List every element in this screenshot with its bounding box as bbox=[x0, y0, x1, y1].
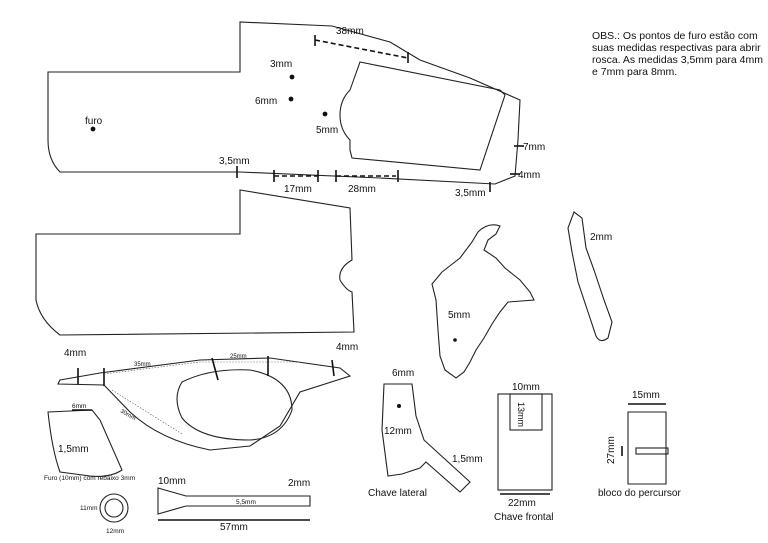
front-key-bottom: 22mm bbox=[508, 498, 536, 509]
front-key-top: 10mm bbox=[512, 382, 540, 393]
dim-38mm: 38mm bbox=[336, 26, 364, 37]
hole-6mm-label: 6mm bbox=[255, 96, 277, 107]
plate-6mm: 6mm bbox=[72, 403, 86, 410]
dim-28mm: 28mm bbox=[348, 184, 376, 195]
dim-4mm: 4mm bbox=[518, 170, 540, 181]
trigger-part: 5mm bbox=[431, 224, 535, 379]
small-plate-part: 6mm 1,5mm bbox=[47, 403, 123, 477]
trigger-hole-label: 5mm bbox=[448, 310, 470, 321]
furo-label: furo bbox=[85, 116, 103, 127]
front-key-part: 10mm 13mm 22mm Chave frontal bbox=[494, 382, 553, 523]
side-key-part: 6mm 12mm 1,5mm Chave lateral bbox=[368, 368, 483, 499]
striker-caption: bloco do percursor bbox=[598, 488, 681, 499]
side-key-slot: 1,5mm bbox=[452, 454, 483, 465]
washer-part: Furo (10mm) com rebaixo 3mm 11mm 12mm bbox=[44, 475, 135, 535]
front-key-inner: 13mm bbox=[516, 402, 526, 427]
spring-dim-label: 2mm bbox=[590, 232, 612, 243]
dim-7mm: 7mm bbox=[523, 142, 545, 153]
pin-tip: 2mm bbox=[288, 478, 310, 489]
front-key-caption: Chave frontal bbox=[494, 512, 553, 523]
pin-part: 10mm 2mm 5,5mm 57mm bbox=[157, 476, 311, 533]
dim-17mm: 17mm bbox=[284, 184, 312, 195]
trigger-guard: 4mm 4mm 35mm 25mm 30mm bbox=[57, 342, 358, 451]
dim-3-5mm-right: 3,5mm bbox=[455, 188, 486, 199]
washer-width: 12mm bbox=[106, 528, 124, 535]
pin-inner: 5,5mm bbox=[236, 499, 256, 506]
washer-caption: Furo (10mm) com rebaixo 3mm bbox=[44, 475, 135, 482]
spring-part: 2mm bbox=[567, 211, 613, 342]
guard-span-25mm: 25mm bbox=[230, 354, 247, 360]
pin-head: 10mm bbox=[158, 476, 186, 487]
plate-1-5mm: 1,5mm bbox=[58, 444, 89, 455]
side-key-width: 12mm bbox=[384, 426, 412, 437]
side-key-hole: 6mm bbox=[392, 368, 414, 379]
observation-note: OBS.: Os pontos de furo estão com suas m… bbox=[592, 30, 763, 78]
frame-top-part: 38mm 3mm 6mm 5mm furo 7mm 4mm 3,5mm 17mm… bbox=[47, 21, 545, 199]
guard-left-4mm: 4mm bbox=[64, 348, 86, 359]
guard-span-35mm: 35mm bbox=[134, 362, 151, 368]
washer-height: 11mm bbox=[80, 505, 98, 512]
guard-right-4mm: 4mm bbox=[336, 342, 358, 353]
hole-5mm-label: 5mm bbox=[316, 125, 338, 136]
side-key-caption: Chave lateral bbox=[368, 488, 427, 499]
striker-block-part: 15mm 27mm bloco do percursor bbox=[598, 390, 681, 499]
striker-height: 27mm bbox=[606, 436, 617, 464]
pin-length: 57mm bbox=[220, 522, 248, 533]
guard-diag-30mm: 30mm bbox=[119, 409, 136, 423]
striker-width: 15mm bbox=[632, 390, 660, 401]
frame-bottom-part bbox=[35, 189, 355, 336]
dim-3-5mm-left: 3,5mm bbox=[219, 156, 250, 167]
hole-3mm-label: 3mm bbox=[270, 59, 292, 70]
